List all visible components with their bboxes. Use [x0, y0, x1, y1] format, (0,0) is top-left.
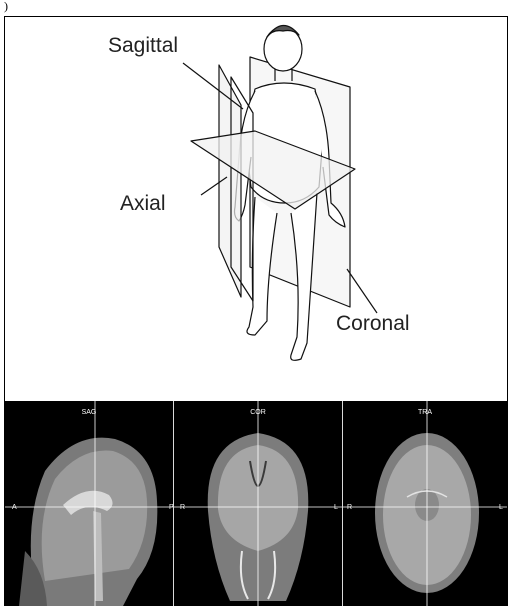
transverse-scan-image — [343, 401, 507, 606]
coronal-scan-image — [174, 401, 342, 606]
orientation-right-cor: L — [334, 504, 338, 511]
mri-panel-coronal: COR R L — [174, 401, 342, 606]
sagittal-plane — [219, 65, 241, 297]
mri-panels: SAG A P COR R L — [5, 401, 507, 606]
sagittal-label: Sagittal — [108, 34, 178, 58]
mri-panel-sagittal: SAG A P — [5, 401, 173, 606]
orientation-left-cor: R — [180, 504, 185, 511]
sagittal-scan-image — [5, 401, 173, 606]
body-planes-illustration — [5, 17, 507, 401]
axial-label: Axial — [120, 192, 166, 216]
corner-mark: ) — [4, 0, 8, 12]
orientation-left-sag: A — [12, 504, 17, 511]
mri-panel-transverse: TRA R L — [343, 401, 507, 606]
orientation-left-tra: R — [347, 504, 352, 511]
coronal-label: Coronal — [336, 312, 410, 336]
panel-title-sag: SAG — [5, 409, 173, 416]
panel-title-cor: COR — [174, 409, 342, 416]
panel-title-tra: TRA — [343, 409, 507, 416]
orientation-right-tra: L — [499, 504, 503, 511]
